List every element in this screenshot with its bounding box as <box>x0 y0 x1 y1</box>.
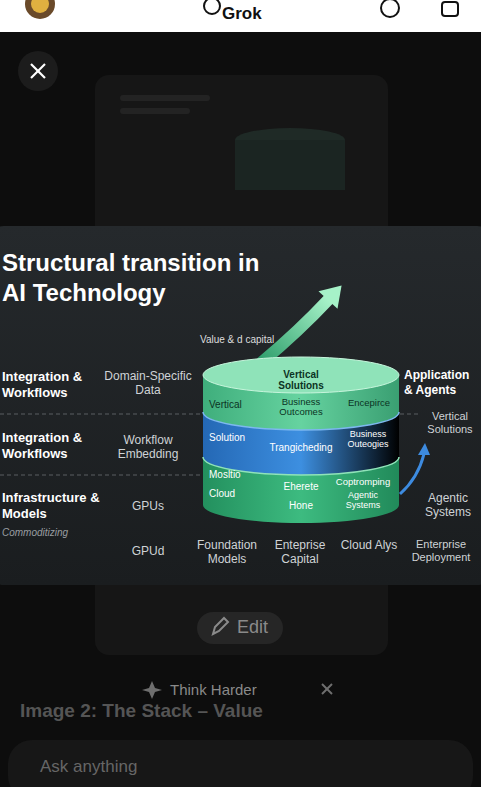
bottom-item: Enteprise Capital <box>265 538 335 567</box>
app-header <box>0 0 481 32</box>
layer-edge <box>203 412 399 430</box>
layer-text: Eherete <box>263 481 339 493</box>
backdrop-part <box>400 454 424 494</box>
edit-button: Edit <box>197 612 283 644</box>
ask-bar <box>8 740 473 787</box>
layer-side <box>203 412 399 475</box>
layer-text: Vertical <box>209 399 259 411</box>
menu-item: Think Harder <box>170 681 257 699</box>
layer-text: Business Outcomes <box>261 397 341 418</box>
backdrop-part <box>120 95 210 101</box>
side-note: Agentic Systems <box>418 491 478 520</box>
layer-label: Application & Agents <box>404 368 478 398</box>
stack-layer: MosltioEhereteCoptrompingCloudHone Agenti… <box>203 457 399 523</box>
backdrop-part <box>400 414 418 415</box>
input-placeholder: Ask anything <box>40 757 137 777</box>
bottom-item: Cloud Alys <box>338 538 400 552</box>
backdrop-part <box>31 0 49 13</box>
layer-label: Integration & Workflows <box>2 430 102 463</box>
backdrop-part <box>25 0 55 19</box>
layer-text: Coptromping <box>331 476 395 487</box>
layer-text: Mosltio <box>209 469 261 481</box>
layer-text: Vertical Solutions <box>271 369 331 391</box>
backdrop-part <box>442 2 458 16</box>
layer-item: GPUs <box>118 499 178 513</box>
stack-layer: Vertical SolutionsVerticalBusiness Outco… <box>203 357 399 430</box>
close-button <box>18 51 58 91</box>
backdrop-part <box>322 684 332 694</box>
bottom-item: Enterprise Deployment <box>406 538 476 564</box>
layer-face <box>203 357 399 393</box>
backdrop-part <box>418 443 430 455</box>
feedback-arrow <box>400 443 430 494</box>
layer-text: Agentic Systems <box>333 491 393 511</box>
bottom-item: Foundation Models <box>190 538 264 567</box>
backdrop-part <box>120 108 190 114</box>
layer-text: Edit <box>237 617 268 639</box>
layer-text: Solution <box>209 432 259 444</box>
diagram-title: Structural transition in AI Technology <box>2 248 287 308</box>
backdrop-part <box>381 0 399 17</box>
axis-label: Value & d capital <box>200 334 274 346</box>
backdrop-part <box>31 64 45 78</box>
layer-text: Encepirce <box>343 397 395 408</box>
backdrop-part <box>31 64 45 78</box>
overlay-card <box>0 226 481 585</box>
backdrop-part <box>262 300 328 362</box>
backdrop-part <box>8 740 473 787</box>
caption-heading: Image 2: The Stack – Value <box>20 700 460 723</box>
layer-shape <box>203 357 399 430</box>
layer-item: GPUd <box>118 544 178 558</box>
layer-item: Domain-Specific Data <box>98 369 198 398</box>
backdrop-part <box>142 681 162 699</box>
layer-text: Hone <box>273 500 329 512</box>
growth-arrow <box>262 285 342 362</box>
think-harder-pill <box>142 681 332 699</box>
backdrop-part <box>204 0 220 14</box>
layer-side <box>203 457 399 523</box>
backdrop-part <box>0 475 205 476</box>
app-title: Grok <box>222 4 262 24</box>
layer-label: Infrastructure & Models <box>2 490 114 523</box>
pencil-icon <box>213 618 228 634</box>
layer-text: Cloud <box>209 488 261 500</box>
backdrop-part <box>319 285 342 308</box>
layer-text: Business Outeogies <box>339 430 397 450</box>
backdrop-part <box>235 140 345 190</box>
layer-note: Commoditizing <box>2 527 68 539</box>
backdrop-part <box>18 51 58 91</box>
layer-text: Trangicheding <box>253 442 349 454</box>
backdrop-part <box>0 226 481 585</box>
backdrop-part <box>0 0 481 32</box>
layer-label: Integration & Workflows <box>2 369 102 402</box>
backdrop-part <box>322 684 332 694</box>
backdrop-part <box>0 414 205 415</box>
side-note: Vertical Solutions <box>420 410 480 436</box>
stack-layer: SolutionTrangichedingBusiness Outeogies <box>203 412 399 475</box>
layer-item: Workflow Embedding <box>98 433 198 462</box>
